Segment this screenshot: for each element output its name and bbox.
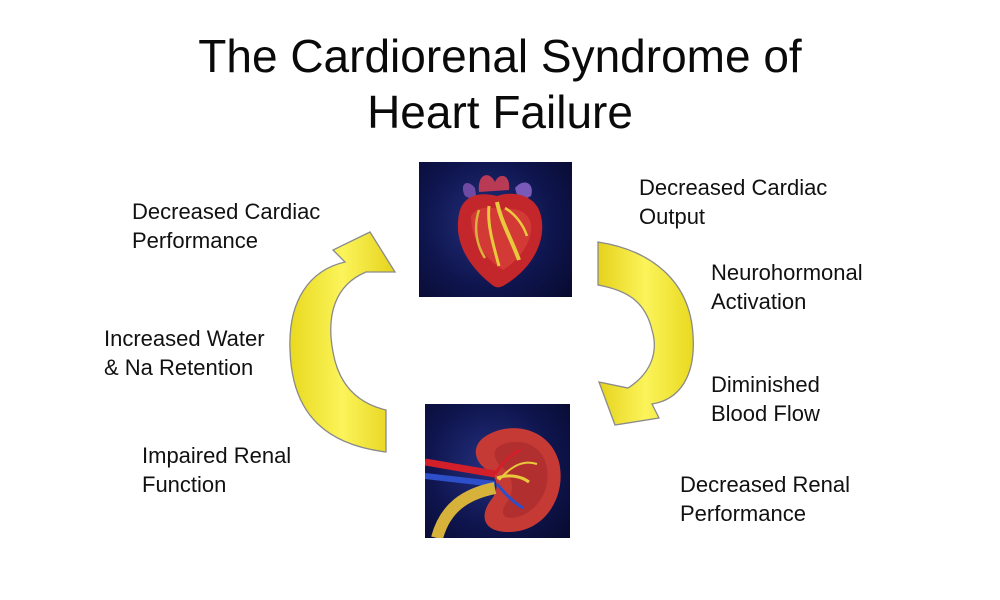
kidney-icon xyxy=(425,428,561,538)
label-impaired-renal-function: Impaired Renal Function xyxy=(142,443,292,497)
title-line-1: The Cardiorenal Syndrome of xyxy=(198,30,802,82)
label-increased-water-na-retention: Increased Water & Na Retention xyxy=(104,326,265,380)
title-line-2: Heart Failure xyxy=(367,86,633,138)
left-curved-arrow xyxy=(289,231,397,453)
label-neurohormonal-activation: Neurohormonal Activation xyxy=(711,260,863,314)
heart-image xyxy=(419,162,572,297)
label-decreased-cardiac-performance: Decreased Cardiac Performance xyxy=(132,199,321,253)
kidney-image xyxy=(425,404,570,538)
label-diminished-blood-flow: Diminished Blood Flow xyxy=(711,372,820,426)
label-decreased-cardiac-output: Decreased Cardiac Output xyxy=(639,175,828,229)
right-curved-arrow xyxy=(597,241,694,426)
diagram-title: The Cardiorenal Syndrome of Heart Failur… xyxy=(0,28,1000,140)
heart-icon xyxy=(457,175,543,288)
label-decreased-renal-performance: Decreased Renal Performance xyxy=(680,472,850,526)
